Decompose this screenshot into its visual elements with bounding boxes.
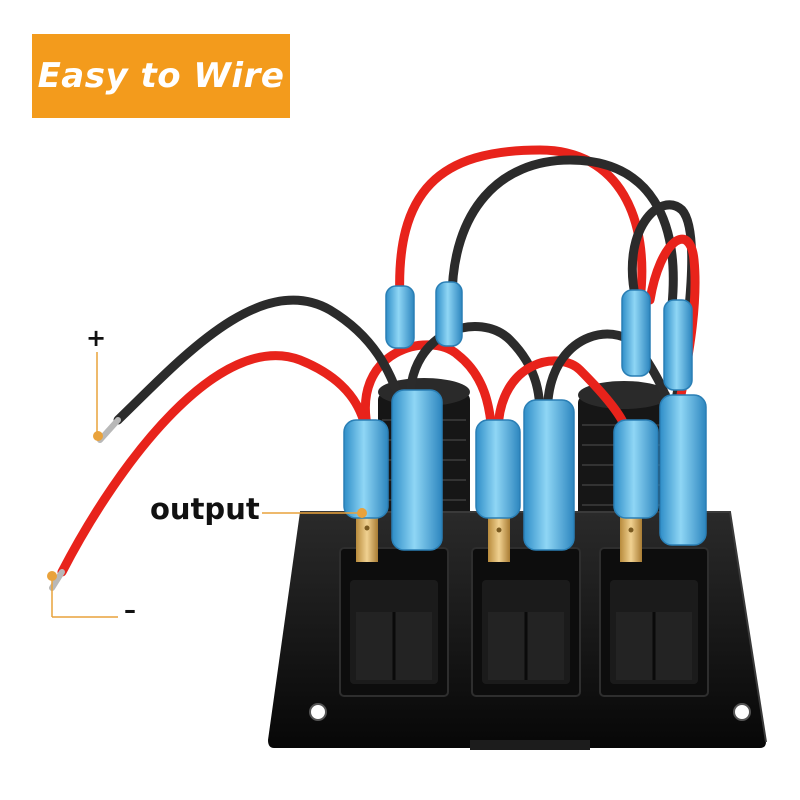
blue-connectors	[343, 281, 707, 551]
terminals	[356, 508, 642, 562]
rocker-switch-3	[599, 547, 709, 697]
callout-dots	[47, 431, 367, 581]
positive-label: +	[86, 324, 107, 352]
banner-text: Easy to Wire	[37, 56, 285, 96]
bare-wire-ends	[49, 417, 121, 591]
easy-to-wire-banner: Easy to Wire	[32, 34, 290, 118]
negative-label: –	[124, 596, 136, 624]
output-label: output	[150, 492, 260, 526]
rocker-switch-2	[471, 547, 581, 697]
rocker-switch-1	[339, 547, 449, 697]
callout-lines	[51, 352, 360, 618]
